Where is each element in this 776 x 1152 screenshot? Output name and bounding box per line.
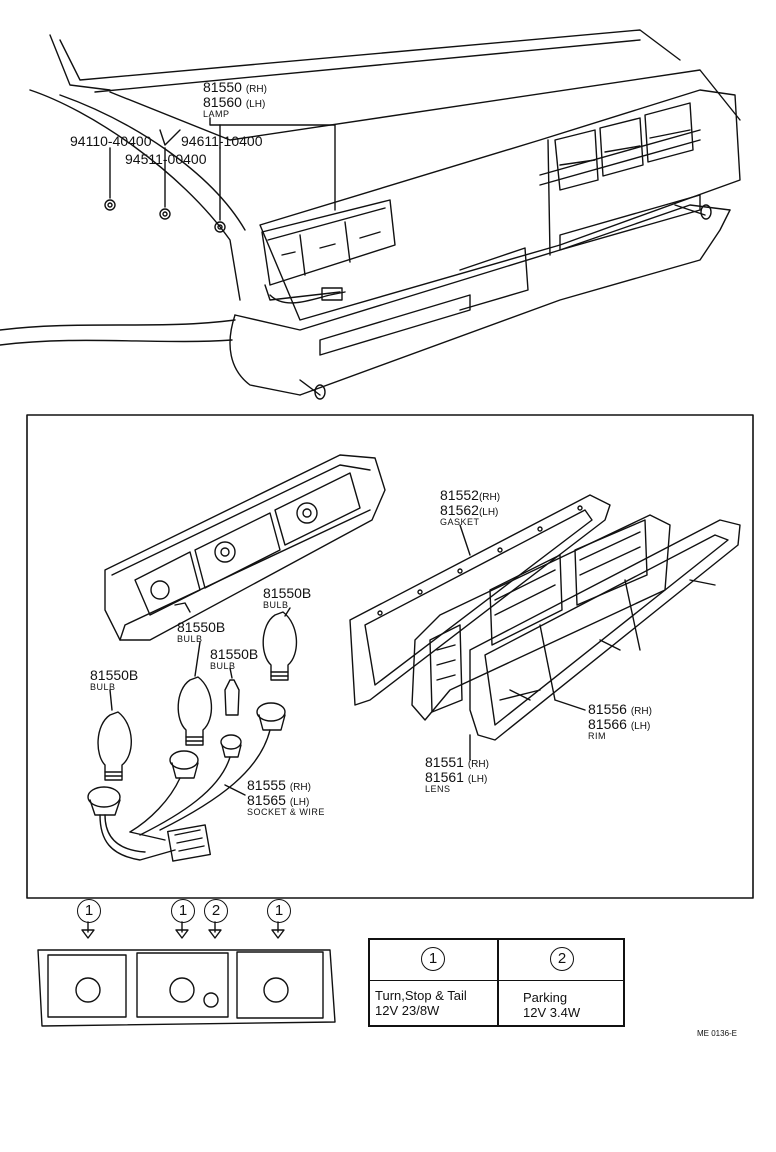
rim-illustration (469, 519, 741, 741)
exploded-view-frame (26, 414, 754, 899)
bulb-a-part-number: 81550B (90, 667, 139, 683)
bulb-c-caption: BULB (210, 661, 236, 671)
bulb-marker-3: 2 (204, 899, 228, 923)
bulb-d-caption: BULB (263, 600, 289, 610)
legend-col2-line2: 12V 3.4W (523, 1005, 581, 1020)
bulb-marker-4: 1 (267, 899, 291, 923)
lamp-part-number-rh: 81550 (RH) (203, 79, 267, 95)
gasket-caption: GASKET (440, 517, 480, 527)
socket-part-number-lh: 81565 (LH) (247, 792, 310, 808)
legend-column-divider (497, 940, 499, 1025)
legend-header-row (370, 940, 623, 981)
bulb-b-caption: BULB (177, 634, 203, 644)
socket-part-number-rh: 81555 (RH) (247, 777, 311, 793)
gasket-part-number-lh: 81562(LH) (440, 502, 499, 518)
legend-col2-line1: Parking (523, 990, 568, 1005)
bulb-marker-1: 1 (77, 899, 101, 923)
lens-part-number-lh: 81561 (LH) (425, 769, 488, 785)
bulb-b-part-number: 81550B (177, 619, 226, 635)
nut-part-number-3: 94511-00400 (125, 151, 207, 167)
figure-code: ME 0136-E (697, 1029, 738, 1038)
legend-col1-number: 1 (421, 947, 445, 971)
nut-part-number-1: 94110-40400 (70, 133, 152, 149)
socket-wire-illustration (87, 702, 286, 862)
legend-col2-number: 2 (550, 947, 574, 971)
lamp-part-number-lh: 81560 (LH) (203, 94, 266, 110)
bulb-c-part-number: 81550B (210, 646, 259, 662)
car-rear-illustration (0, 29, 741, 400)
bulbs-illustration (97, 611, 298, 781)
rim-part-number-rh: 81556 (RH) (588, 701, 652, 717)
nut-part-number-2: 94611-10400 (181, 133, 263, 149)
lamp-caption: LAMP (203, 109, 230, 119)
legend-col1-line2: 12V 23/8W (375, 1003, 440, 1018)
bulb-layout-illustration (37, 921, 336, 1027)
gasket-part-number-rh: 81552(RH) (440, 487, 501, 503)
lamp-housing-illustration (104, 454, 386, 641)
socket-caption: SOCKET & WIRE (247, 807, 325, 817)
bulb-d-part-number: 81550B (263, 585, 312, 601)
lens-part-number-rh: 81551 (RH) (425, 754, 489, 770)
bulb-marker-2: 1 (171, 899, 195, 923)
legend-col1-line1: Turn,Stop & Tail (375, 988, 467, 1003)
lens-caption: LENS (425, 784, 451, 794)
bulb-a-caption: BULB (90, 682, 116, 692)
bulb-legend-table: 1 2 Turn,Stop & Tail 12V 23/8W Parking 1… (368, 938, 625, 1027)
gasket-illustration (349, 494, 611, 706)
rim-part-number-lh: 81566 (LH) (588, 716, 651, 732)
rim-caption: RIM (588, 731, 606, 741)
